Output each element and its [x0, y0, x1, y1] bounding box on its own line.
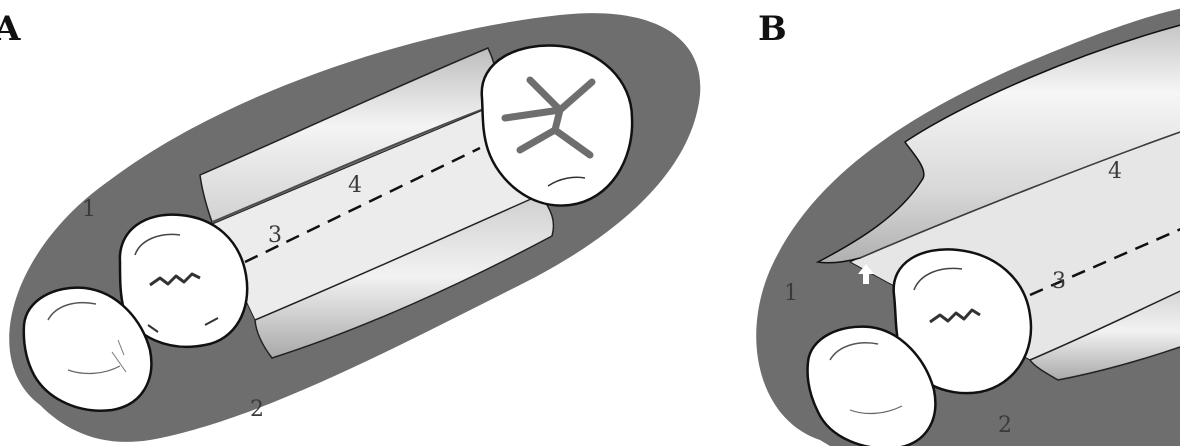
label-lower-b: 2: [998, 413, 1012, 438]
anterior-tooth: [22, 286, 153, 412]
upper-flap-b-edge: [859, 131, 1180, 259]
molar-tooth-right: [480, 44, 634, 207]
label-lower: 2: [250, 397, 264, 422]
upper-flap-edge: [211, 104, 495, 223]
arrow-icon: [858, 264, 874, 284]
panel-b-letter: B: [758, 9, 787, 49]
label-flap: 4: [348, 173, 362, 198]
lower-flap: [254, 194, 555, 359]
panel-b: 1 2 3 4: [756, 8, 1180, 446]
incision-line-b: [1029, 228, 1180, 297]
panel-a: A 1: [0, 9, 701, 442]
incision-line: [244, 146, 481, 264]
label-flap-b: 4: [1108, 159, 1122, 184]
label-center: 3: [268, 223, 282, 248]
lower-flap-b: [1028, 290, 1180, 381]
label-gingiva: 1: [82, 197, 96, 222]
anterior-tooth-b: [806, 325, 937, 446]
panel-a-letter: A: [0, 9, 21, 49]
label-center-b: 3: [1052, 269, 1066, 294]
label-gingiva-b: 1: [784, 281, 798, 306]
